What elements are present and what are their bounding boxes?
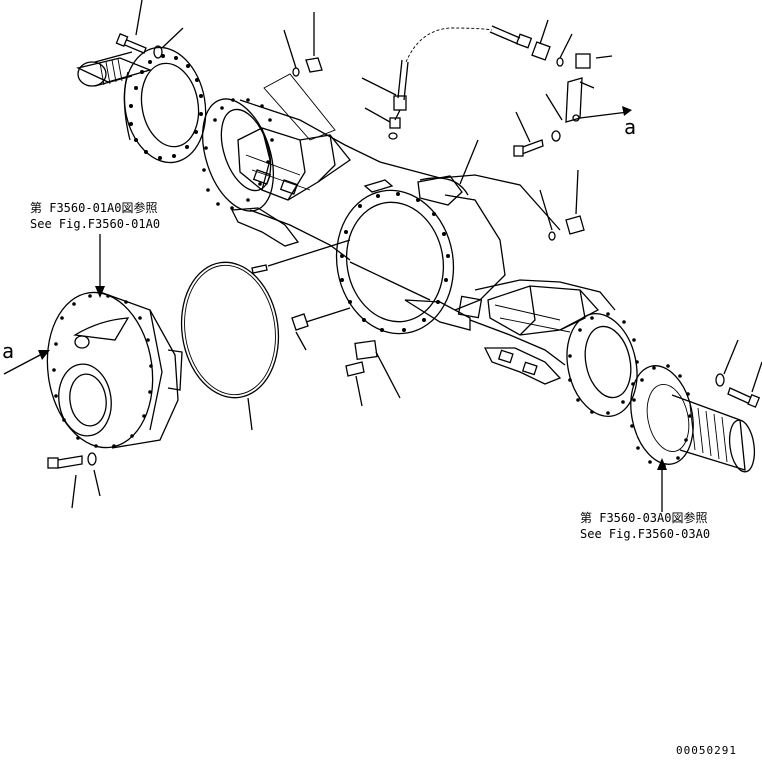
differential-carrier	[46, 291, 183, 449]
bolt-bottom-center	[345, 361, 365, 407]
washer-top-left	[153, 27, 184, 59]
bolt-top-left	[115, 0, 147, 54]
marker-a-right: a	[624, 115, 636, 139]
plug-top-center	[263, 12, 336, 141]
bolt-bottom-left	[47, 455, 83, 509]
bracket-top-right	[545, 53, 632, 123]
ref-left-jp: 第 F3560-01A0図参照	[30, 200, 157, 215]
ref-right-en: See Fig.F3560-03A0	[580, 527, 710, 541]
a-arrow-left	[3, 353, 43, 375]
marker-a-left: a	[2, 339, 14, 363]
bolt-top-right	[513, 111, 561, 157]
gasket-ring	[180, 261, 280, 431]
plug-bottom	[291, 307, 351, 351]
plug-right	[539, 169, 585, 241]
name-plate	[354, 339, 401, 399]
breather-hose	[361, 19, 573, 140]
dowel-pin	[251, 239, 351, 274]
bolt-right	[727, 361, 762, 408]
leader-lines	[349, 139, 479, 301]
ref-left-en: See Fig.F3560-01A0	[30, 217, 160, 231]
washer-right	[715, 339, 739, 387]
left-axle-shaft-flange	[76, 46, 207, 164]
right-axle-shaft-flange	[630, 364, 756, 473]
ref-right-jp: 第 F3560-03A0図参照	[580, 510, 707, 525]
axle-housing	[202, 98, 639, 418]
drawing-number: 00050291	[676, 744, 737, 757]
washer-bottom-left	[87, 452, 101, 497]
